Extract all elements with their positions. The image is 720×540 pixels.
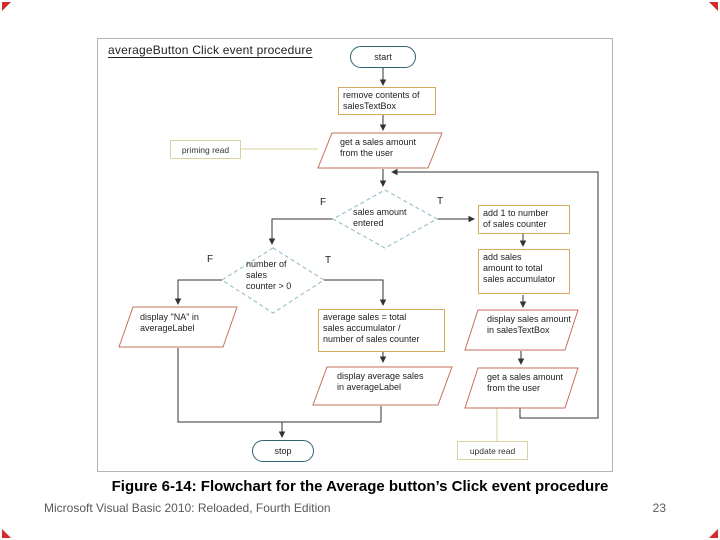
footer-book-title: Microsoft Visual Basic 2010: Reloaded, F… (44, 501, 331, 515)
node-counter-check-label: number of sales counter > 0 (246, 259, 292, 291)
page-number: 23 (652, 501, 666, 515)
node-get-sales-priming-label: get a sales amount from the user (340, 137, 417, 158)
annotation-priming-read: priming read (170, 140, 241, 159)
branch-true-sales-entered: T (437, 196, 444, 207)
figure-caption: Figure 6-14: Flowchart for the Average b… (111, 478, 609, 495)
arrow-counter-check-false (174, 279, 222, 305)
node-add-counter: add 1 to number of sales counter (478, 205, 570, 234)
io-get-sales-update-shape (464, 367, 579, 409)
branch-false-counter-check: F (207, 254, 214, 265)
arrow-counter-check-true (324, 279, 387, 306)
node-remove-contents: remove contents of salesTextBox (338, 87, 436, 115)
node-calc-average: average sales = total sales accumulator … (318, 309, 445, 352)
node-stop: stop (252, 440, 314, 462)
corner-accent-top-left (2, 2, 11, 11)
decision-counter-check-shape (220, 247, 326, 314)
merge-line-to-stop (177, 348, 382, 423)
io-display-average-shape (312, 366, 453, 406)
branch-false-sales-entered: F (320, 197, 327, 208)
node-add-accumulator: add sales amount to total sales accumula… (478, 249, 570, 294)
arrow-loop-back (391, 168, 599, 419)
corner-accent-bottom-left (2, 529, 11, 538)
node-start: start (350, 46, 416, 68)
node-display-average-label: display average sales in averageLabel (337, 371, 424, 392)
corner-accent-bottom-right (709, 529, 718, 538)
io-display-na-shape (118, 306, 238, 348)
io-display-sales-shape (464, 309, 579, 351)
node-sales-entered-label: sales amount entered (353, 207, 407, 228)
decision-sales-entered-shape (331, 189, 439, 249)
node-display-na-label: display "NA" in averageLabel (140, 312, 199, 333)
flowchart-title: averageButton Click event procedure (108, 43, 313, 57)
corner-accent-top-right (709, 2, 718, 11)
node-display-sales-label: display sales amount in salesTextBox (487, 314, 572, 335)
node-get-sales-update-label: get a sales amount from the user (487, 372, 564, 393)
branch-true-counter-check: T (325, 255, 332, 266)
annotation-update-read: update read (457, 441, 528, 460)
io-get-sales-priming-shape (317, 132, 443, 169)
arrow-decision-false (268, 218, 333, 245)
